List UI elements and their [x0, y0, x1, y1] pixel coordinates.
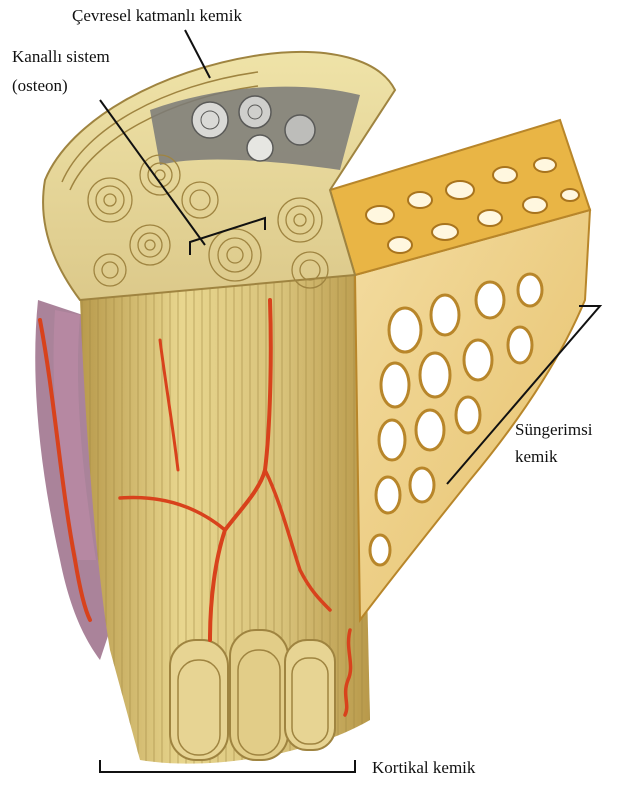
compact-bone-cross-section: [43, 52, 395, 300]
label-cortical-bone: Kortikal kemik: [372, 758, 475, 778]
label-spongy-bone-sub: kemik: [515, 447, 558, 467]
label-circumferential-lamellae: Çevresel katmanlı kemik: [72, 6, 242, 26]
cortical-bracket: [100, 760, 355, 772]
label-haversian-system: Kanallı sistem: [12, 47, 110, 67]
label-haversian-system-sub: (osteon): [12, 76, 68, 96]
spongy-bone: [355, 210, 590, 620]
osteon-cylinders: [170, 630, 335, 760]
label-spongy-bone: Süngerimsi: [515, 420, 592, 440]
